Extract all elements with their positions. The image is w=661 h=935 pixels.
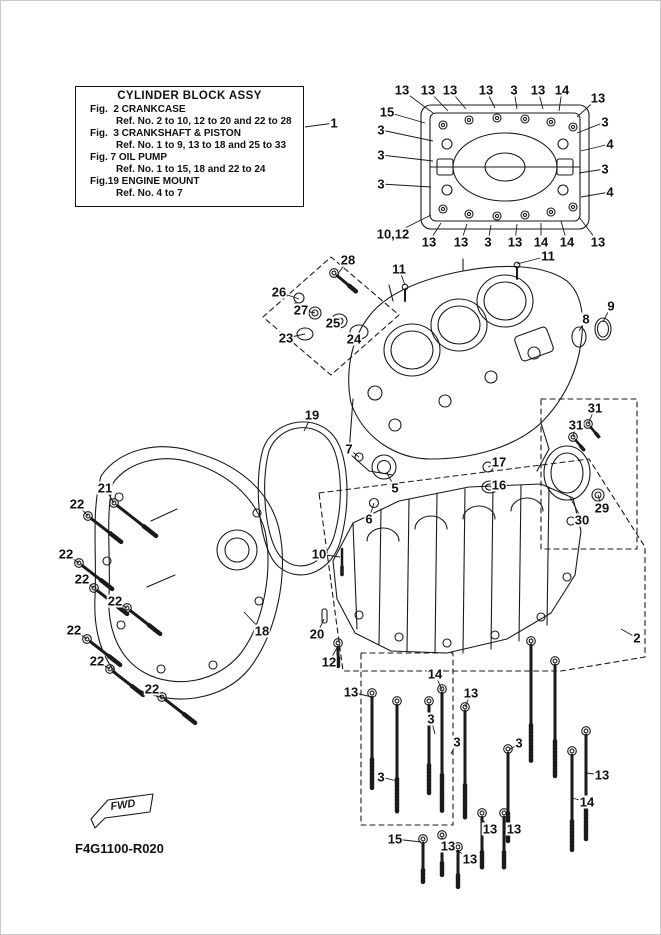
gasket-drawing: [257, 421, 348, 576]
legend-ref-label: Ref. No. 1 to 15, 18 and 22 to 24: [116, 164, 266, 175]
anode-cover-group-drawing: [543, 417, 605, 502]
legend-entry: Fig. 7 OIL PUMP Ref. No. 1 to 15, 18 and…: [80, 152, 299, 176]
legend-fig-label: Fig. 7 OIL PUMP: [90, 152, 168, 163]
legend-entry: Fig. 2 CRANKCASE Ref. No. 2 to 10, 12 to…: [80, 104, 299, 128]
cylinder-block-drawing: [348, 258, 612, 509]
legend-entry: Fig.19 ENGINE MOUNT Ref. No. 4 to 7: [80, 176, 299, 200]
fwd-stamp: [90, 793, 154, 829]
legend-entries: Fig. 2 CRANKCASE Ref. No. 2 to 10, 12 to…: [80, 104, 299, 200]
top-view-drawing: [420, 104, 590, 230]
legend-ref-label: Ref. No. 4 to 7: [116, 188, 183, 199]
drawing-code: F4G1100-R020: [75, 841, 164, 856]
cover-bolts-drawing: [72, 496, 198, 726]
legend-ref-label: Ref. No. 1 to 9, 13 to 18 and 25 to 33: [116, 140, 287, 151]
legend-ref-label: Ref. No. 2 to 10, 12 to 20 and 22 to 28: [116, 116, 292, 127]
legend-title: CYLINDER BLOCK ASSY: [117, 90, 262, 102]
fwd-label: FWD: [110, 798, 137, 813]
legend-entry: Fig. 3 CRANKSHAFT & PISTON Ref. No. 1 to…: [80, 128, 299, 152]
group-boundaries: [262, 256, 646, 826]
legend-fig-label: Fig.19 ENGINE MOUNT: [90, 176, 200, 187]
crankcase-bolts-drawing: [367, 636, 591, 890]
legend-fig-label: Fig. 2 CRANKCASE: [90, 104, 186, 115]
legend-fig-label: Fig. 3 CRANKSHAFT & PISTON: [90, 128, 241, 139]
legend-box: CYLINDER BLOCK ASSY Fig. 2 CRANKCASE Ref…: [75, 86, 304, 207]
